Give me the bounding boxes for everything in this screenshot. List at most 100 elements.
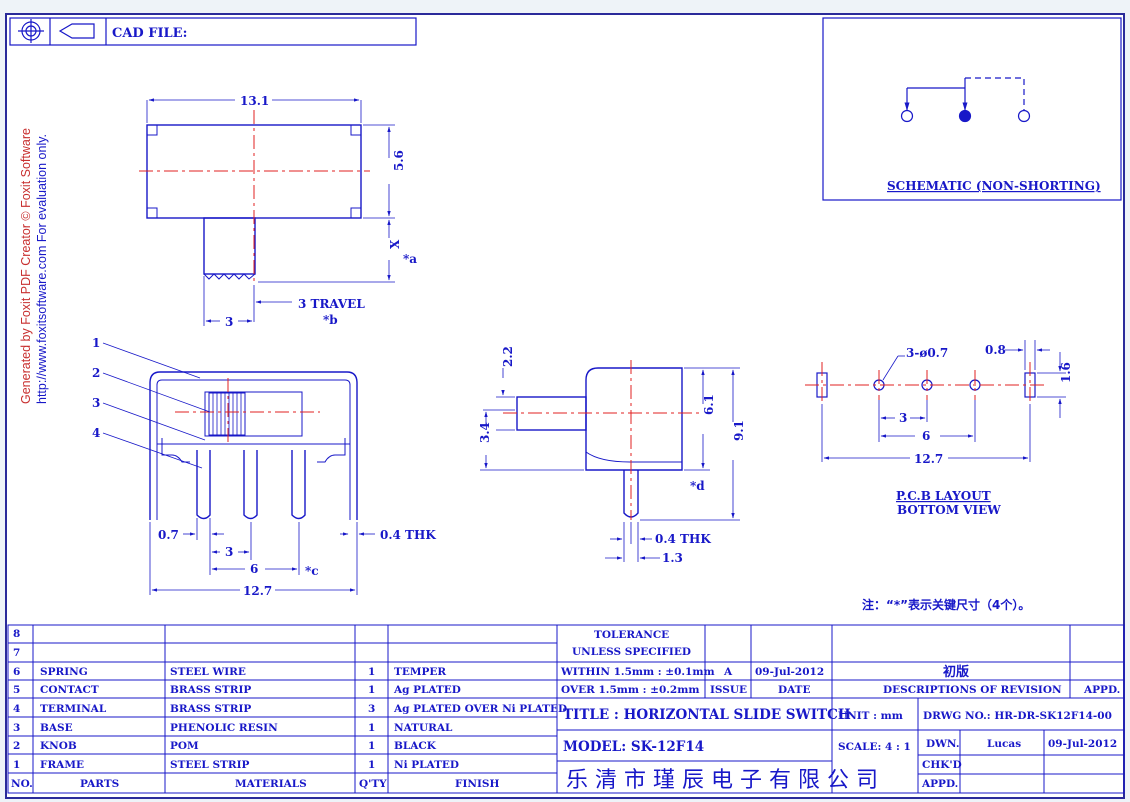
bom-part: KNOB <box>40 740 77 752</box>
dim-pad-height: 1.6 <box>1059 362 1073 383</box>
bom-finish: NATURAL <box>394 722 453 734</box>
bom-qty: 1 <box>368 684 375 696</box>
bom-finish: TEMPER <box>394 666 446 678</box>
terminal-icon <box>900 109 914 123</box>
note-a: *a <box>403 252 417 266</box>
header-parts: PARTS <box>80 778 119 790</box>
common-terminal-icon <box>958 109 972 123</box>
bom-qty: 1 <box>368 740 375 752</box>
header-qty: Q'TY <box>359 778 387 790</box>
side-view <box>480 360 740 562</box>
dim-side-thickness: 0.4 THK <box>655 532 711 546</box>
bom-qty: 1 <box>368 722 375 734</box>
scale-label: SCALE: 4 : 1 <box>838 741 911 753</box>
dim-travel: 3 TRAVEL <box>298 297 365 311</box>
tolerance-within: WITHIN 1.5mm : ±0.1mm <box>560 666 715 678</box>
title-block-grid <box>7 624 1125 794</box>
note-c: *c <box>305 564 319 578</box>
dim-knob-height: 2.2 <box>501 346 515 367</box>
bom-finish: Ag PLATED OVER Ni PLATED <box>393 703 567 715</box>
callout-4: 4 <box>92 426 100 440</box>
top-view <box>139 98 395 326</box>
drawing-number: DRWG NO.: HR-DR-SK12F14-00 <box>923 710 1112 722</box>
bom-table: 8 7 6 SPRING STEEL WIRE 1 TEMPER 5 CONTA… <box>11 628 567 790</box>
dim-knob-width: 3 <box>225 315 233 329</box>
date-label: DATE <box>778 684 811 696</box>
pcb-layout <box>805 340 1066 462</box>
descriptions-label: DESCRIPTIONS OF REVISION <box>883 684 1062 696</box>
sheet-border <box>5 13 1125 799</box>
bom-part: TERMINAL <box>40 703 107 715</box>
bom-material: STEEL STRIP <box>170 759 249 771</box>
cad-file-label: CAD FILE: <box>112 26 187 41</box>
dim-pad-width: 0.8 <box>985 343 1006 357</box>
watermark-line1: Generated by Foxit PDF Creator © Foxit S… <box>19 128 33 404</box>
header-materials: MATERIALS <box>235 778 307 790</box>
tolerance-over: OVER 1.5mm : ±0.2mm <box>561 684 699 696</box>
terminal-icon <box>1017 109 1031 123</box>
bom-qty: 3 <box>368 703 375 715</box>
company-name: 乐清市瑾辰电子有限公司 <box>566 768 885 793</box>
watermark: Generated by Foxit PDF Creator © Foxit S… <box>19 128 49 404</box>
unit-label: UNIT : mm <box>838 710 903 722</box>
bom-material: STEEL WIRE <box>170 666 246 678</box>
dim-pin-length: 1.3 <box>662 551 683 565</box>
dim-height: 5.6 <box>392 150 406 171</box>
bom-qty: 1 <box>368 759 375 771</box>
dim-pin-width: 0.7 <box>158 528 179 542</box>
dim-hole: 3-ø0.7 <box>906 346 948 360</box>
dim-overall-height: 9.1 <box>732 420 746 441</box>
pcb-subtitle: BOTTOM VIEW <box>897 503 1001 517</box>
tolerance-title: TOLERANCE <box>594 629 669 641</box>
dim-pcb-pitch: 3 <box>899 411 907 425</box>
dim-x: X <box>388 239 402 249</box>
bom-part: SPRING <box>40 666 88 678</box>
drawing-title: TITLE : HORIZONTAL SLIDE SWITCH <box>563 707 851 723</box>
header-finish: FINISH <box>455 778 499 790</box>
cad-file-header <box>9 17 417 46</box>
callout-2: 2 <box>92 366 100 380</box>
dim-body-height: 6.1 <box>702 394 716 415</box>
approved-label: APPD. <box>921 778 958 790</box>
bom-part: CONTACT <box>40 684 99 696</box>
bom-material: POM <box>170 740 199 752</box>
note-d: *d <box>690 479 705 493</box>
callout-1: 1 <box>92 336 100 350</box>
front-view <box>102 342 375 595</box>
revision-issue: A <box>723 666 733 678</box>
bom-no: 2 <box>13 740 20 752</box>
dim-knob-offset: 3.4 <box>478 422 492 443</box>
bom-part: BASE <box>40 722 73 734</box>
dwn-label: DWN. <box>926 738 959 750</box>
dim-pcb-overall: 12.7 <box>914 452 943 466</box>
schematic-box <box>822 17 1122 201</box>
bom-finish: BLACK <box>394 740 437 752</box>
issue-label: ISSUE <box>710 684 747 696</box>
pcb-title: P.C.B LAYOUT <box>896 489 991 503</box>
table-row: 8 <box>13 628 20 640</box>
header-no: NO. <box>11 778 33 790</box>
bom-material: BRASS STRIP <box>170 703 251 715</box>
bom-material: BRASS STRIP <box>170 684 251 696</box>
bom-no: 6 <box>13 666 20 678</box>
dim-length: 13.1 <box>240 94 269 108</box>
callout-3: 3 <box>92 396 100 410</box>
bom-qty: 1 <box>368 666 375 678</box>
bom-no: 5 <box>13 684 20 696</box>
watermark-line2: http://www.foxitsoftware.com For evaluat… <box>35 134 49 404</box>
table-row: 7 <box>13 647 20 659</box>
tolerance-subtitle: UNLESS SPECIFIED <box>572 646 691 658</box>
bom-finish: Ag PLATED <box>393 684 461 696</box>
revision-date: 09-Jul-2012 <box>755 666 824 678</box>
bom-part: FRAME <box>40 759 84 771</box>
bom-no: 3 <box>13 722 20 734</box>
drawn-date: 09-Jul-2012 <box>1048 738 1117 750</box>
model-label: MODEL: SK-12F14 <box>563 739 704 755</box>
revision-description: 初版 <box>943 664 969 680</box>
bom-material: PHENOLIC RESIN <box>170 722 278 734</box>
bom-no: 1 <box>13 759 20 771</box>
dim-overall: 12.7 <box>243 584 272 598</box>
dim-pcb-span: 6 <box>922 429 930 443</box>
checked-label: CHK'D <box>922 759 962 771</box>
dim-pitch: 3 <box>225 545 233 559</box>
